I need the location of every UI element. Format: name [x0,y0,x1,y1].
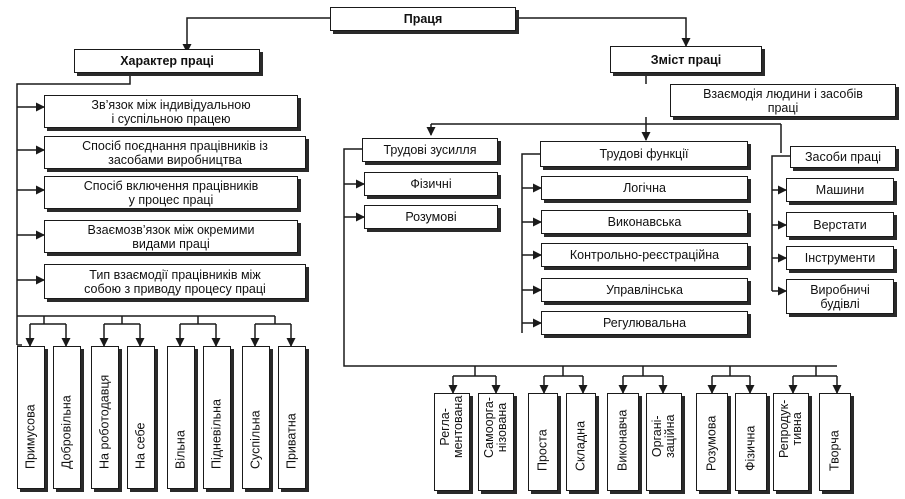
character-type-label: Підневільна [209,399,224,469]
means-item-label: Виробничі будівлі [810,282,870,311]
content-type-label: Складна [573,420,588,471]
character-type-box: На себе [127,346,155,489]
root-label: Праця [403,12,443,26]
efforts-title: Трудові зусилля [383,143,477,157]
means-item: Верстати [786,212,894,237]
function-item-label: Виконавська [607,215,682,229]
means-item-label: Інструменти [804,251,876,265]
content-type-box: Виконавча [607,393,639,491]
content-type-box: Розумова [696,393,728,491]
character-type-box: Суспільна [242,346,270,489]
character-item: Спосіб поєднання працівників із засобами… [44,136,306,169]
means-title-box: Засоби праці [790,146,896,168]
content-type-label: Творча [827,430,842,471]
functions-title: Трудові функції [599,147,689,161]
efforts-title-box: Трудові зусилля [362,138,498,162]
content-type-box: Регла- ментована [434,393,470,491]
character-type-box: Підневільна [203,346,231,489]
character-type-box: Примусова [17,346,45,489]
character-item: Тип взаємодії працівників між собою з пр… [44,264,306,299]
interaction-box: Взаємодія людини і засобів праці [670,84,896,117]
effort-item-label: Фізичні [410,177,452,191]
character-item-label: Спосіб поєднання працівників із засобами… [82,138,268,167]
character-type-label: Суспільна [248,410,263,469]
root-node: Праця [330,7,516,31]
character-title: Характер праці [120,54,214,68]
content-type-label: Органі- заційна [650,414,677,458]
function-item: Управлінська [541,278,748,302]
function-item: Логічна [541,176,748,200]
effort-item: Розумові [364,205,498,229]
character-item-label: Зв’язок між індивідуальною і суспільною … [91,97,251,126]
content-type-box: Фізична [735,393,767,491]
content-type-box: Проста [528,393,558,491]
content-type-box: Творча [819,393,851,491]
effort-item: Фізичні [364,172,498,196]
means-item-label: Машини [815,183,865,197]
character-type-box: Приватна [278,346,306,489]
character-type-box: На роботодавця [91,346,119,489]
content-type-label: Регла- ментована [438,395,465,458]
content-type-box: Репродук- тивна [773,393,809,491]
means-item-label: Верстати [813,217,867,232]
character-type-label: Вільна [173,430,188,469]
character-type-label: Добровільна [59,395,74,469]
character-item-label: Тип взаємодії працівників між собою з пр… [84,267,266,296]
means-item: Машини [786,178,894,202]
character-item: Зв’язок між індивідуальною і суспільною … [44,95,298,128]
content-type-label: Фізична [743,425,758,471]
content-type-label: Виконавча [615,409,630,471]
functions-title-box: Трудові функції [540,141,748,167]
content-type-label: Розумова [704,415,719,471]
character-item: Спосіб включення працівників у процес пр… [44,176,298,209]
content-type-label: Самоорга- нізована [482,397,509,458]
character-item-label: Спосіб включення працівників у процес пр… [83,178,259,207]
function-item: Контрольно-реєстраційна [541,243,748,267]
content-type-box: Органі- заційна [646,393,682,491]
character-type-label: На роботодавця [97,374,112,469]
content-type-box: Складна [566,393,596,491]
means-item: Виробничі будівлі [786,279,894,314]
function-item-label: Логічна [623,181,666,195]
content-title: Зміст праці [650,52,722,67]
content-title-box: Зміст праці [610,46,762,73]
character-type-label: Примусова [23,404,38,469]
content-type-label: Проста [535,429,550,471]
function-item-label: Регулювальна [602,316,687,330]
function-item-label: Контрольно-реєстраційна [569,248,720,262]
function-item-label: Управлінська [606,283,683,297]
content-type-label: Репродук- тивна [777,399,804,458]
means-title: Засоби праці [804,150,882,164]
character-type-label: Приватна [284,413,299,469]
character-type-label: На себе [133,422,148,469]
effort-item-label: Розумові [405,210,457,224]
character-item-label: Взаємозв’язок між окремими видами праці [87,222,255,251]
character-item: Взаємозв’язок між окремими видами праці [44,220,298,253]
character-type-box: Вільна [167,346,195,489]
function-item: Регулювальна [541,311,748,335]
interaction-label: Взаємодія людини і засобів праці [703,86,863,115]
means-item: Інструменти [786,246,894,270]
character-title-box: Характер праці [74,49,260,73]
content-type-box: Самоорга- нізована [478,393,514,491]
character-type-box: Добровільна [53,346,81,489]
function-item: Виконавська [541,210,748,234]
